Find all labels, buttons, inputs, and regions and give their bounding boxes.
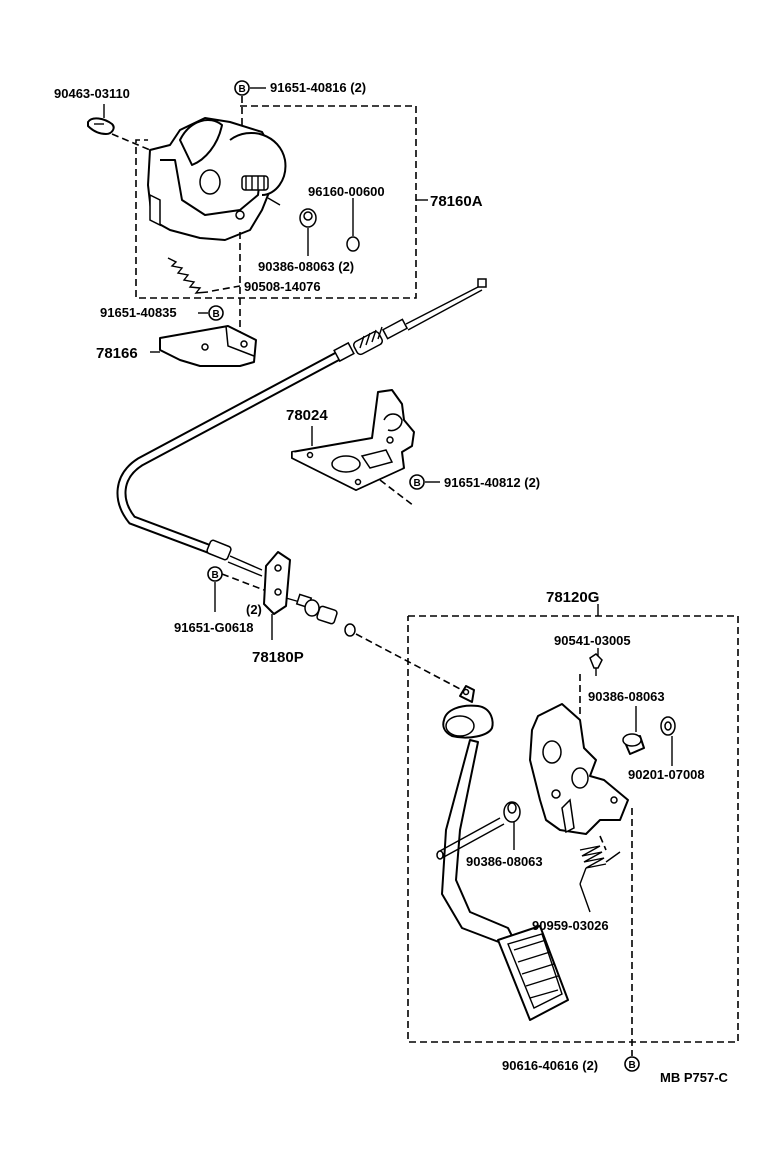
label-90616-40616: 90616-40616 (2)	[502, 1058, 598, 1073]
label-91651-G0618: 91651-G0618	[174, 620, 254, 635]
screw-90541-03005	[579, 648, 603, 716]
throttle-bracket-group: B	[87, 80, 428, 340]
label-78160A: 78160A	[430, 193, 483, 210]
label-90541-03005: 90541-03005	[554, 633, 631, 648]
pedal-bracket	[529, 703, 629, 835]
svg-text:B: B	[239, 84, 246, 95]
svg-text:B: B	[212, 570, 219, 581]
spring-90508-14076	[167, 257, 241, 294]
bushing-90386-08063-a	[299, 208, 317, 256]
cable-end-pieces	[285, 593, 463, 691]
accelerator-cable	[116, 278, 487, 577]
bolt-91651-G0618: B	[207, 566, 265, 612]
bolt-91651-40816: B	[234, 80, 266, 128]
throttle-bracket	[147, 117, 287, 241]
spring-90959-03026	[579, 835, 621, 913]
pedal-group	[407, 604, 739, 1056]
label-90201-07008: 90201-07008	[628, 767, 705, 782]
part-labels: 90463-03110 91651-40816 (2) 96160-00600 …	[54, 80, 729, 1085]
label-91651-40835: 91651-40835	[100, 305, 177, 320]
washer-90201-07008	[660, 716, 676, 766]
bolt-91651-40812: B	[409, 474, 440, 490]
clip-90463-03110	[87, 104, 151, 151]
svg-text:B: B	[629, 1060, 636, 1071]
svg-text:B: B	[414, 478, 421, 489]
label-78166: 78166	[96, 345, 138, 362]
label-90386-08063-b: 90386-08063	[588, 689, 665, 704]
label-78120G: 78120G	[546, 589, 599, 606]
cable-bracket-78180P	[263, 551, 291, 640]
label-90508-14076: 90508-14076	[244, 279, 321, 294]
label-90386-08063-a: 90386-08063 (2)	[258, 259, 354, 274]
bracket-78166	[150, 325, 257, 367]
label-qty-2: (2)	[246, 602, 262, 617]
bracket-78024	[291, 389, 415, 507]
nut-96160-00600	[346, 198, 360, 252]
bushing-90386-08063-b	[622, 706, 645, 755]
bolt-91651-40835: B	[198, 305, 224, 321]
svg-text:B: B	[213, 309, 220, 320]
accelerator-pedal	[436, 685, 569, 1021]
label-90386-08063-c: 90386-08063	[466, 854, 543, 869]
label-78024: 78024	[286, 407, 328, 424]
label-90959-03026: 90959-03026	[532, 918, 609, 933]
bolt-90616-40616: B	[624, 1056, 640, 1072]
label-96160-00600: 96160-00600	[308, 184, 385, 199]
label-91651-40812: 91651-40812 (2)	[444, 475, 540, 490]
label-91651-40816: 91651-40816 (2)	[270, 80, 366, 95]
bushing-90386-08063-c	[503, 801, 521, 850]
label-90463-03110: 90463-03110	[54, 86, 130, 101]
figure-code: MB P757-C	[660, 1070, 729, 1085]
label-78180P: 78180P	[252, 649, 304, 666]
